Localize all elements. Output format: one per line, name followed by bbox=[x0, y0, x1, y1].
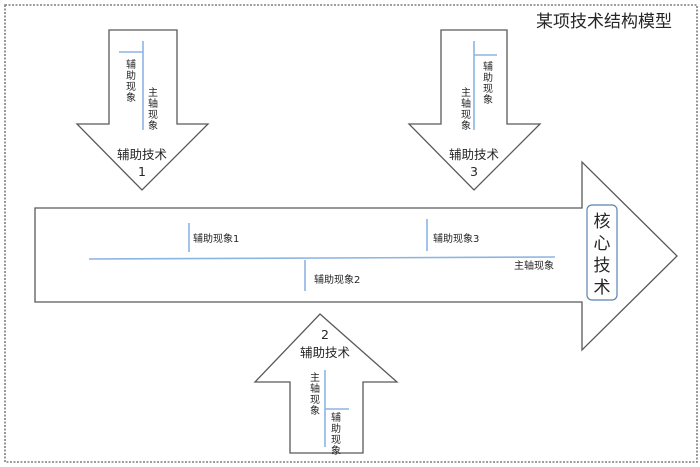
aux3-aux-phenomenon-label: 辅 助 现 象 bbox=[483, 60, 493, 106]
aux2-aux-phenomenon-label: 辅 助 现 象 bbox=[331, 411, 341, 457]
core-label-char: 术 bbox=[594, 278, 611, 298]
up-arrow-shape bbox=[253, 313, 399, 454]
core-phenomenon-3-label: 辅助现象3 bbox=[433, 232, 479, 245]
aux-tech-3-arrow: 辅 助 现 象 主 轴 现 象 辅助技术 3 bbox=[407, 29, 542, 191]
core-phenomenon-1-label: 辅助现象1 bbox=[193, 232, 239, 245]
core-main-axis-line bbox=[88, 256, 556, 260]
core-label-char: 技 bbox=[594, 256, 611, 276]
aux1-number: 1 bbox=[138, 164, 146, 179]
char: 轴 bbox=[148, 97, 158, 110]
aux2-number: 2 bbox=[321, 327, 329, 342]
char: 主 bbox=[461, 87, 471, 99]
char: 现 bbox=[461, 109, 471, 121]
char: 助 bbox=[483, 71, 493, 84]
char: 象 bbox=[461, 120, 471, 132]
char: 现 bbox=[331, 434, 341, 446]
core-label-char: 心 bbox=[594, 234, 611, 254]
aux3-number: 3 bbox=[470, 164, 478, 179]
diagram-frame bbox=[4, 4, 698, 463]
aux1-aux-phenomenon-label: 辅 助 现 象 bbox=[126, 58, 136, 104]
char: 象 bbox=[310, 405, 320, 417]
char: 现 bbox=[148, 109, 158, 121]
char: 象 bbox=[126, 92, 136, 104]
aux-tech-2-arrow: 2 辅助技术 主 轴 现 象 辅 助 现 象 bbox=[253, 313, 399, 457]
char: 主 bbox=[148, 87, 158, 99]
aux1-label: 辅助技术 bbox=[117, 147, 168, 162]
char: 象 bbox=[331, 445, 341, 457]
right-arrow-shape bbox=[34, 160, 678, 352]
char: 现 bbox=[483, 83, 493, 95]
aux3-label: 辅助技术 bbox=[449, 147, 500, 162]
char: 轴 bbox=[461, 97, 471, 110]
char: 象 bbox=[148, 120, 158, 132]
aux3-main-axis-label: 主 轴 现 象 bbox=[461, 87, 471, 132]
char: 助 bbox=[331, 422, 341, 435]
char: 现 bbox=[126, 81, 136, 93]
core-tech-arrow: 主轴现象 辅助现象1 辅助现象3 辅助现象2 核 心 技 术 bbox=[34, 160, 678, 352]
core-label-char: 核 bbox=[594, 212, 611, 232]
char: 象 bbox=[483, 94, 493, 106]
aux2-main-axis-label: 主 轴 现 象 bbox=[310, 372, 320, 417]
char: 轴 bbox=[310, 382, 320, 395]
aux2-label: 辅助技术 bbox=[300, 345, 351, 360]
core-phenomenon-2-label: 辅助现象2 bbox=[314, 273, 360, 286]
char: 现 bbox=[310, 394, 320, 406]
char: 主 bbox=[310, 372, 320, 384]
diagram-title: 某项技术结构模型 bbox=[536, 12, 672, 32]
char: 助 bbox=[126, 69, 136, 82]
core-label-box bbox=[586, 204, 618, 301]
char: 辅 bbox=[331, 411, 341, 424]
aux-tech-1-arrow: 辅 助 现 象 主 轴 现 象 辅助技术 1 bbox=[75, 29, 210, 191]
char: 辅 bbox=[126, 58, 136, 71]
aux1-main-axis-label: 主 轴 现 象 bbox=[148, 87, 158, 132]
core-main-axis-label: 主轴现象 bbox=[514, 259, 554, 272]
char: 辅 bbox=[483, 60, 493, 73]
